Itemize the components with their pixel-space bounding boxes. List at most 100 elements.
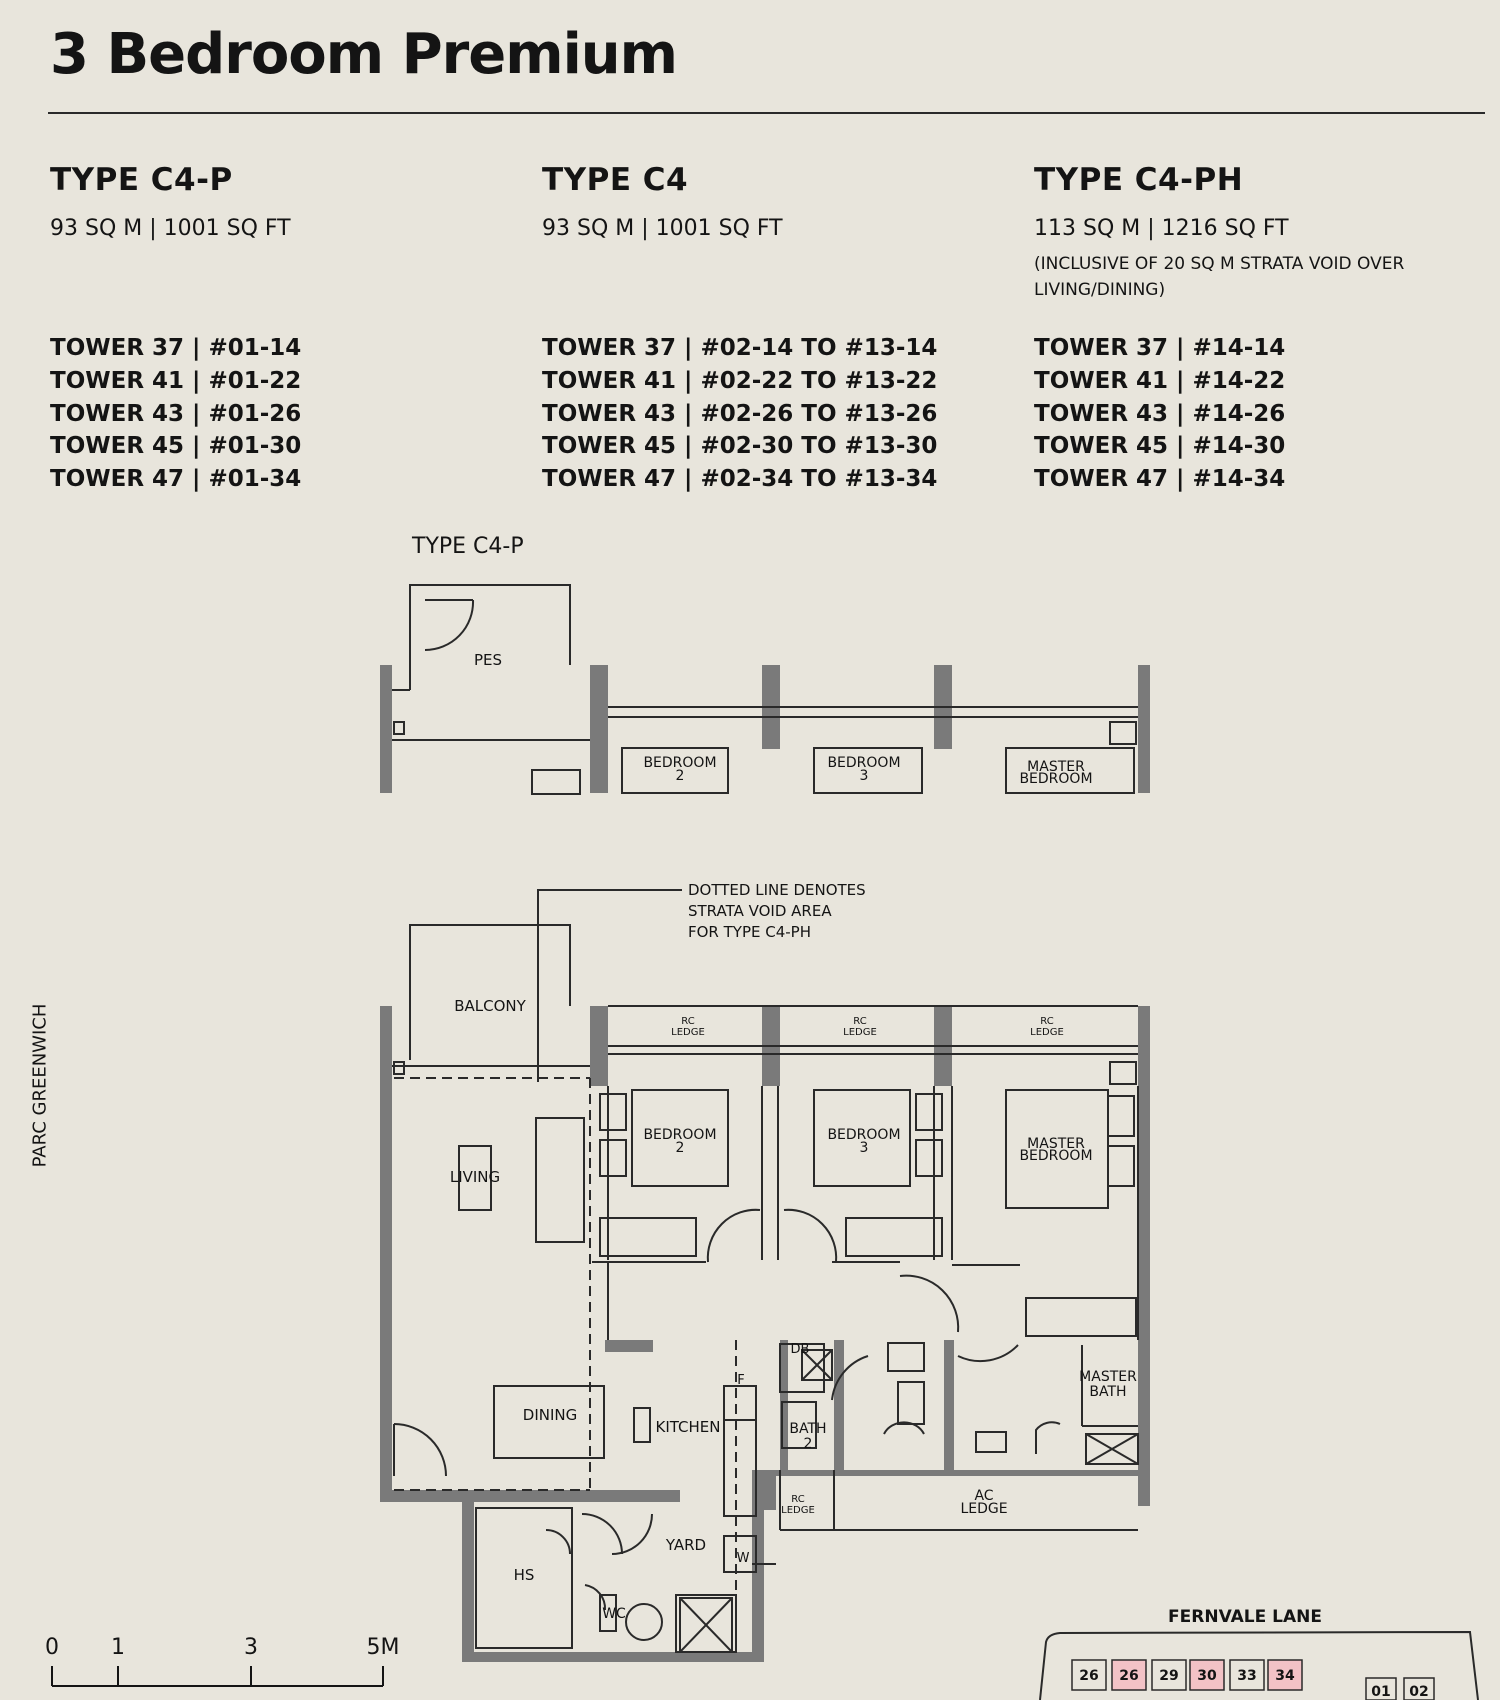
unit-item: TOWER 41 | #02-22 TO #13-22 — [542, 367, 938, 394]
unit-item: TOWER 37 | #14-14 — [1034, 335, 1286, 361]
room-label-bath2: BATH — [789, 1421, 826, 1437]
unit-item: TOWER 37 | #02-14 TO #13-14 — [542, 335, 938, 361]
unit-item: TOWER 41 | #14-22 — [1034, 367, 1286, 394]
room-label-bedroom2: BEDROOM — [643, 755, 716, 771]
type-name: TYPE C4-PH — [1034, 162, 1244, 198]
rc-ledge-label-line2: LEDGE — [1030, 1027, 1064, 1038]
unit-item: TOWER 43 | #02-26 TO #13-26 — [542, 400, 938, 427]
scale-tick-label: 0 — [45, 1635, 59, 1660]
unit-item: TOWER 37 | #01-14 — [50, 335, 302, 361]
rc-ledge-label-line2: LEDGE — [843, 1027, 877, 1038]
key-block — [1229, 1659, 1265, 1691]
unit-item: TOWER 41 | #01-22 — [50, 367, 302, 394]
room-label-ac-ledge-line2: LEDGE — [960, 1501, 1007, 1517]
rc-ledge-label: RC — [1040, 1016, 1053, 1027]
key-block-label: 29 — [1159, 1668, 1178, 1684]
room-label-hs: HS — [514, 1566, 535, 1584]
key-plan-label: FERNVALE LANE — [1168, 1607, 1322, 1627]
key-plan-boundary — [1039, 1630, 1479, 1700]
room-label-bedroom2: BEDROOM — [643, 1127, 716, 1143]
unit-list: TOWER 37 | #02-14 TO #13-14 TOWER 41 | #… — [542, 332, 937, 496]
rc-ledge-label: RC — [853, 1016, 866, 1027]
room-label-bedroom3: BEDROOM — [827, 755, 900, 771]
key-block — [1365, 1677, 1397, 1700]
annotation-line: DOTTED LINE DENOTES — [688, 881, 866, 899]
rc-ledge-label-line2: LEDGE — [671, 1027, 705, 1038]
room-label-bedroom3-number: 3 — [860, 768, 869, 784]
room-label-ac-ledge: AC — [974, 1488, 993, 1504]
room-label-wc: WC — [602, 1606, 626, 1622]
room-label-kitchen: KITCHEN — [656, 1418, 721, 1436]
key-block-label: 30 — [1197, 1668, 1217, 1684]
key-block-label: 34 — [1275, 1668, 1295, 1684]
scale-bar: 0 1 3 5M — [45, 1635, 400, 1687]
key-block-highlighted — [1189, 1659, 1225, 1691]
unit-list: TOWER 37 | #14-14 TOWER 41 | #14-22 TOWE… — [1034, 332, 1285, 496]
title-divider — [48, 112, 1485, 114]
key-block-label: 33 — [1237, 1668, 1256, 1684]
room-label-bedroom2-number: 2 — [676, 1140, 685, 1156]
room-label-master-bedroom: MASTER — [1027, 1136, 1085, 1152]
type-c4-column: TYPE C4 93 SQ M | 1001 SQ FT TOWER 37 | … — [542, 162, 1012, 492]
type-area: 113 SQ M | 1216 SQ FT — [1034, 216, 1289, 241]
room-label-bedroom3: BEDROOM — [827, 1127, 900, 1143]
room-label-master-bath: MASTER — [1079, 1369, 1137, 1385]
type-area: 93 SQ M | 1001 SQ FT — [542, 216, 783, 241]
room-label-pes: PES — [474, 651, 502, 669]
rc-ledge-label-line2: LEDGE — [781, 1505, 815, 1516]
room-label-bedroom3-number: 3 — [860, 1140, 869, 1156]
room-label-master-bath-line2: BATH — [1089, 1384, 1126, 1400]
room-label-bedroom2-number: 2 — [676, 768, 685, 784]
page-title: 3 Bedroom Premium — [50, 22, 678, 87]
unit-item: TOWER 43 | #01-26 — [50, 400, 302, 427]
type-name: TYPE C4-P — [50, 162, 233, 198]
room-label-balcony: BALCONY — [454, 997, 526, 1015]
room-label-master-bedroom-line2: BEDROOM — [1019, 771, 1092, 787]
key-plan: FERNVALE LANE 26 26 29 30 33 34 01 02 — [1039, 1607, 1479, 1700]
plan-walls — [380, 665, 1150, 1662]
rc-ledge-label: RC — [681, 1016, 694, 1027]
void-annotation: DOTTED LINE DENOTES STRATA VOID AREA FOR… — [688, 881, 866, 941]
type-note: (INCLUSIVE OF 20 SQ M STRATA VOID OVER L… — [1034, 254, 1405, 300]
unit-item: TOWER 45 | #14-30 — [1034, 433, 1286, 460]
scale-tick-label: 5M — [367, 1635, 400, 1660]
key-block — [1151, 1659, 1187, 1691]
plan-lines — [392, 584, 1139, 1653]
unit-item: TOWER 47 | #01-34 — [50, 466, 302, 493]
type-c4p-column: TYPE C4-P 93 SQ M | 1001 SQ FT TOWER 37 … — [50, 162, 520, 492]
unit-item: TOWER 43 | #14-26 — [1034, 400, 1286, 427]
room-label-bath2-number: 2 — [804, 1436, 813, 1452]
fridge-label: F — [737, 1373, 744, 1388]
rc-ledge-label: RC — [791, 1494, 804, 1505]
key-block-label: 26 — [1119, 1668, 1138, 1684]
key-block-label: 01 — [1371, 1684, 1390, 1700]
room-label-master-bedroom-line2: BEDROOM — [1019, 1148, 1092, 1164]
key-block-label: 26 — [1079, 1668, 1098, 1684]
room-label-master-bedroom: MASTER — [1027, 759, 1085, 775]
key-block — [1071, 1659, 1107, 1691]
key-block — [1403, 1677, 1435, 1700]
annotation-line: FOR TYPE C4-PH — [688, 923, 811, 941]
type-area: 93 SQ M | 1001 SQ FT — [50, 216, 291, 241]
washer-label: W — [737, 1551, 750, 1566]
room-label-db: DB — [791, 1342, 810, 1357]
room-label-living: LIVING — [450, 1168, 500, 1186]
plan-room-labels: PES BALCONY LIVING DINING KITCHEN YARD H… — [450, 651, 1137, 1622]
key-plan-blocks — [1071, 1659, 1435, 1700]
type-c4ph-column: TYPE C4-PH 113 SQ M | 1216 SQ FT (INCLUS… — [1034, 162, 1434, 492]
plan-label: TYPE C4-P — [412, 534, 524, 559]
room-label-dining: DINING — [523, 1406, 577, 1424]
scale-tick-label: 3 — [244, 1635, 258, 1660]
unit-item: TOWER 47 | #02-34 TO #13-34 — [542, 466, 938, 493]
type-name: TYPE C4 — [542, 162, 689, 198]
scale-tick-label: 1 — [111, 1635, 125, 1660]
room-label-yard: YARD — [665, 1536, 706, 1554]
unit-item: TOWER 45 | #02-30 TO #13-30 — [542, 433, 938, 460]
unit-list: TOWER 37 | #01-14 TOWER 41 | #01-22 TOWE… — [50, 332, 301, 496]
unit-item: TOWER 45 | #01-30 — [50, 433, 302, 460]
annotation-line: STRATA VOID AREA — [688, 902, 832, 920]
key-block-label: 02 — [1409, 1684, 1428, 1700]
key-block-highlighted — [1267, 1659, 1303, 1691]
key-block-highlighted — [1111, 1659, 1147, 1691]
